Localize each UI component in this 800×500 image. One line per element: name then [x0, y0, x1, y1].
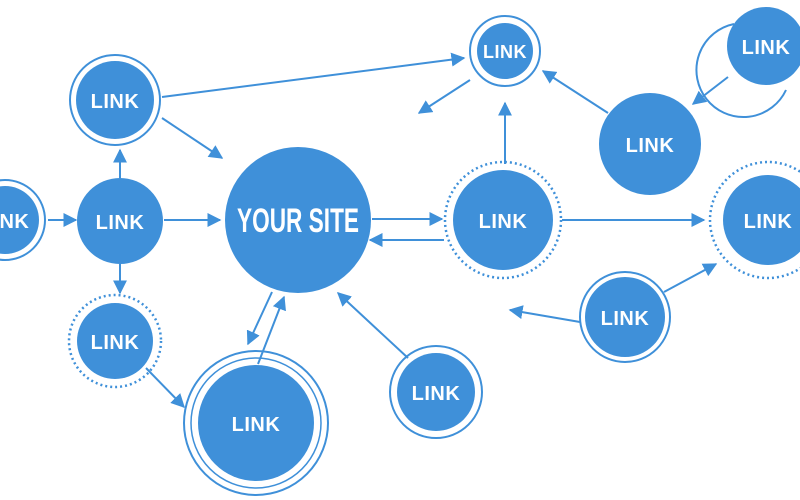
- arrow-rightlower-to-left: [508, 305, 581, 323]
- node-link-label: LINK: [0, 211, 29, 233]
- node-link-right-lower: LINK: [579, 271, 671, 363]
- arrow-topmid-to-center: [417, 79, 471, 114]
- node-link-top-mid: LINK: [469, 15, 541, 87]
- arrow-center-to-bottombig: [246, 291, 273, 346]
- node-link-bottom-mid: LINK: [389, 345, 483, 439]
- nodes: YOUR SITE LINK LINK LINK: [0, 7, 800, 496]
- node-link-right-upper: LINK: [599, 93, 701, 195]
- node-link-right-edge: LINK: [708, 160, 800, 280]
- arrow-rightlower-to-rightedge: [663, 263, 718, 293]
- node-link-top-left: LINK: [69, 54, 161, 146]
- arrows: [48, 52, 729, 409]
- node-link-bottom-big: LINK: [183, 350, 329, 496]
- arrow-bottommid-to-center: [336, 292, 409, 359]
- arrow-rightupper-to-topmid: [541, 70, 609, 114]
- node-link-top-right: LINK: [695, 7, 800, 118]
- arrow-topleft-to-center: [161, 117, 224, 159]
- node-link-right-hub: LINK: [443, 160, 563, 280]
- node-link-left-edge: LINK: [0, 179, 46, 261]
- node-link-label: LINK: [744, 211, 793, 233]
- node-link-label: LINK: [91, 332, 140, 354]
- node-link-label: LINK: [601, 308, 650, 330]
- node-link-label: LINK: [91, 91, 140, 113]
- node-link-label: LINK: [412, 383, 461, 405]
- arrow-topright-to-rightupper: [691, 76, 729, 105]
- arrow-bottombig-to-center: [257, 295, 286, 365]
- node-link-label: LINK: [96, 212, 145, 234]
- node-link-label: LINK: [479, 211, 528, 233]
- node-link-label: LINK: [232, 414, 281, 436]
- node-link-bottom-left: LINK: [67, 293, 163, 389]
- node-your-site-label: YOUR SITE: [237, 202, 359, 240]
- arrow-topleft-to-topmid: [161, 52, 466, 98]
- node-your-site: YOUR SITE: [225, 147, 371, 293]
- node-link-label: LINK: [742, 37, 791, 59]
- node-link-label: LINK: [483, 42, 527, 62]
- node-link-left-hub: LINK: [77, 178, 163, 264]
- arrow-bottomleft-to-bottombig: [145, 367, 185, 409]
- node-link-label: LINK: [626, 135, 675, 157]
